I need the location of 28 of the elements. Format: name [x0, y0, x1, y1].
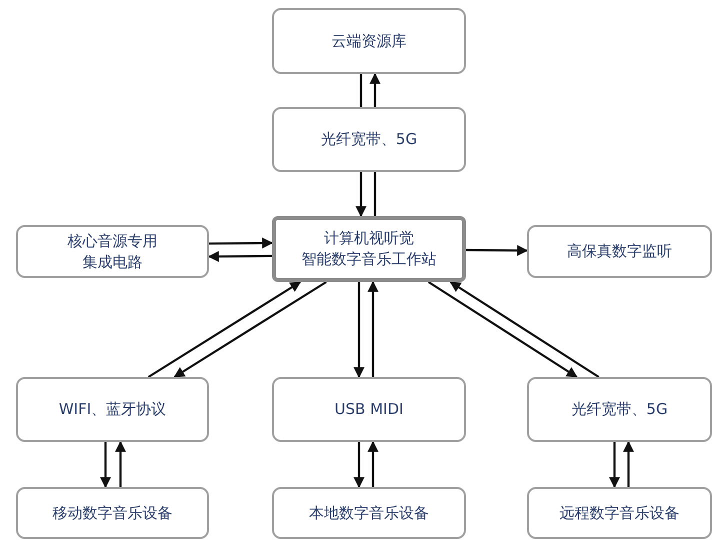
arrow — [354, 442, 364, 488]
arrow — [356, 172, 366, 218]
arrow — [148, 281, 302, 378]
arrow — [466, 244, 528, 256]
process-box: 光纤宽带、5G — [527, 377, 712, 442]
arrow — [368, 440, 378, 487]
process-box: USB MIDI — [272, 377, 466, 442]
process-box: WIFI、蓝牙协议 — [16, 377, 209, 442]
arrow — [354, 282, 364, 378]
arrow — [115, 440, 126, 487]
process-box: 云端资源库 — [272, 8, 466, 74]
arrow — [174, 281, 327, 378]
arrow — [368, 280, 378, 377]
arrow — [208, 238, 274, 249]
arrow — [609, 442, 620, 488]
process-box: 光纤宽带、5G — [272, 107, 466, 172]
process-box: 远程数字音乐设备 — [527, 487, 712, 539]
process-box: 高保真数字监听 — [527, 225, 712, 278]
workstation-box: 计算机视听觉智能数字音乐工作站 — [272, 216, 466, 282]
arrow — [450, 281, 600, 378]
process-box: 移动数字音乐设备 — [16, 487, 209, 539]
arrow — [100, 442, 111, 488]
process-box: 核心音源专用集成电路 — [16, 225, 209, 278]
process-box: 本地数字音乐设备 — [272, 487, 466, 539]
arrow — [623, 440, 634, 487]
arrow — [428, 281, 578, 378]
arrow — [370, 72, 380, 107]
arrow — [208, 250, 272, 262]
